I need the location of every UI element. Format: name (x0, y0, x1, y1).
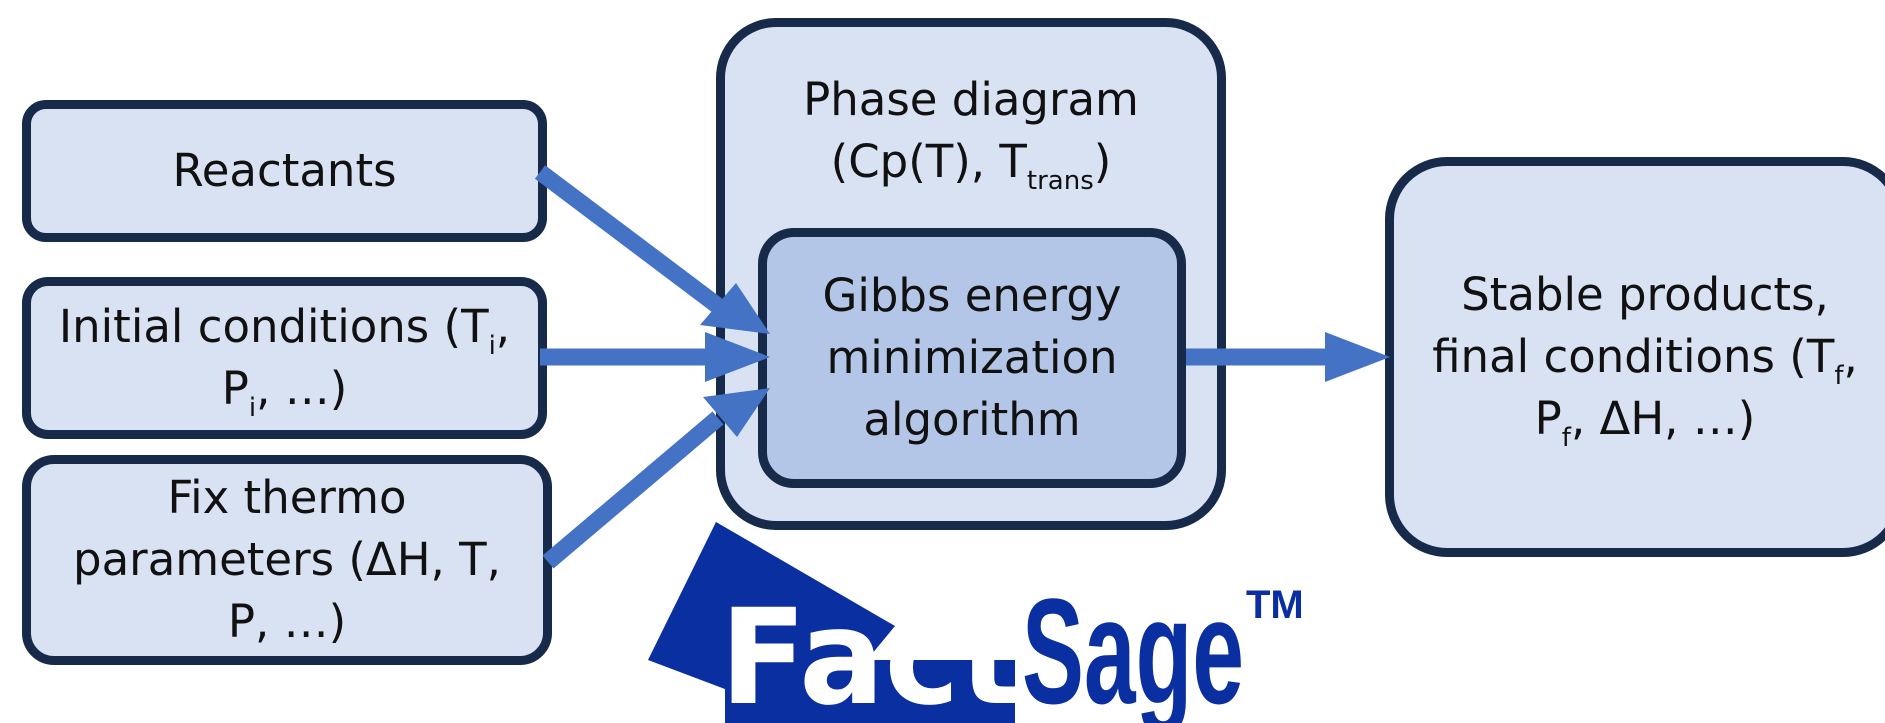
fix-thermo-label: Fix thermo parameters (ΔH, T, P, …) (73, 471, 501, 648)
logo-sage-text: Sage (1022, 567, 1244, 723)
stable-products-box: Stable products, final conditions (Tf, P… (1385, 157, 1885, 557)
gibbs-minimization-label: Gibbs energy minimization algorithm (822, 269, 1122, 446)
fix-thermo-box: Fix thermo parameters (ΔH, T, P, …) (22, 455, 552, 665)
logo-fact-text: Fact (720, 581, 1020, 723)
arrow-fix-to-gibbs (542, 388, 770, 569)
arrows (534, 165, 1390, 569)
phase-diagram-label: Phase diagram (Cp(T), Ttrans) (803, 73, 1139, 196)
arrow-gibbs-to-stable (1186, 332, 1390, 382)
logo-underline-bar (725, 660, 1015, 723)
arrow-initial-to-gibbs (540, 332, 770, 382)
initial-conditions-box: Initial conditions (Ti, Pi, …) (22, 277, 547, 439)
arrow-reactants-to-gibbs (534, 165, 770, 334)
reactants-box: Reactants (22, 100, 547, 242)
initial-conditions-label: Initial conditions (Ti, Pi, …) (58, 300, 511, 423)
reactants-label: Reactants (172, 144, 397, 197)
factsage-logo: Fact Sage TM (648, 522, 1304, 723)
gibbs-minimization-box: Gibbs energy minimization algorithm (758, 228, 1186, 488)
logo-tm-text: TM (1246, 583, 1304, 627)
stable-products-label: Stable products, final conditions (Tf, P… (1432, 268, 1858, 453)
